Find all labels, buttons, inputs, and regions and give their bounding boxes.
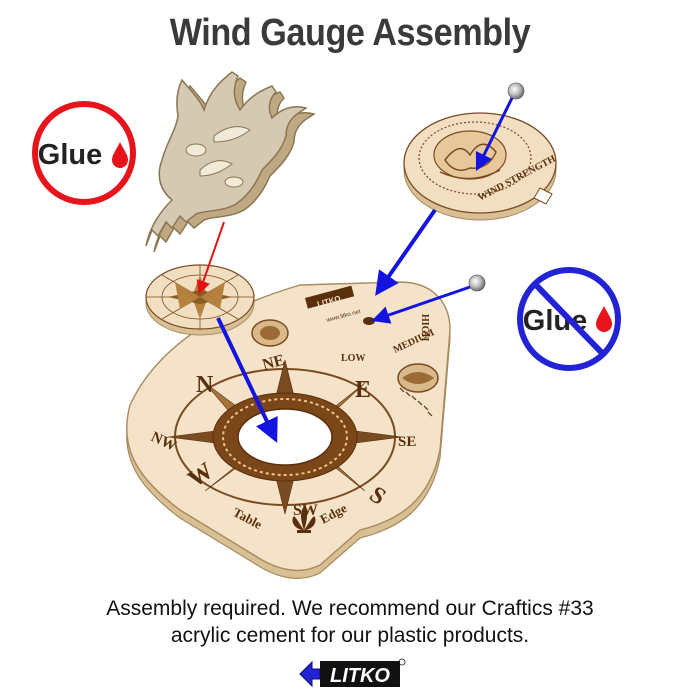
page-title: Wind Gauge Assembly: [169, 12, 531, 54]
pin-icon: [468, 274, 486, 292]
dir-n: N: [196, 372, 214, 398]
litko-logo: LITKO: [298, 657, 406, 691]
fleur-de-lis-icon: [292, 506, 316, 533]
caption-line-1: Assembly required. We recommend our Craf…: [106, 597, 594, 620]
dir-e: E: [355, 377, 371, 403]
pin-to-base-arrow: [371, 285, 471, 324]
dragon-piece: [145, 71, 316, 253]
dragon-to-rose-arrow: [196, 221, 225, 295]
scale-ticks: [399, 387, 433, 417]
litko-logo-text: LITKO: [330, 665, 390, 687]
glue-label: Glue: [38, 139, 102, 171]
rose-to-base-arrow: [216, 317, 278, 443]
disc-to-base-arrow: [375, 208, 437, 296]
wind-strength-disc: WIND STRENGTH: [403, 112, 558, 221]
glue-drop-icon: [112, 142, 128, 168]
strength-high: HIGH: [419, 314, 430, 341]
prohibition-slash: [532, 281, 606, 357]
pivot-hole: [363, 317, 375, 325]
glue-drop-icon: [596, 306, 612, 332]
pin-to-disc-arrow: [475, 97, 514, 172]
base-plate: N NE E SE S SW W NW LOW MEDIUM HIGH Tabl…: [126, 281, 451, 580]
dir-se: SE: [398, 434, 416, 450]
no-glue-badge: Glue: [517, 267, 621, 371]
no-glue-label: Glue: [523, 305, 587, 337]
rose-disc: [145, 264, 255, 336]
pin-icon: [507, 82, 525, 100]
strength-low: LOW: [341, 353, 365, 364]
glue-required-badge: Glue: [32, 101, 136, 205]
assembly-arrows: [216, 97, 514, 443]
caption-line-2: acrylic cement for our plastic products.: [170, 624, 530, 647]
dir-ne: NE: [261, 352, 287, 374]
